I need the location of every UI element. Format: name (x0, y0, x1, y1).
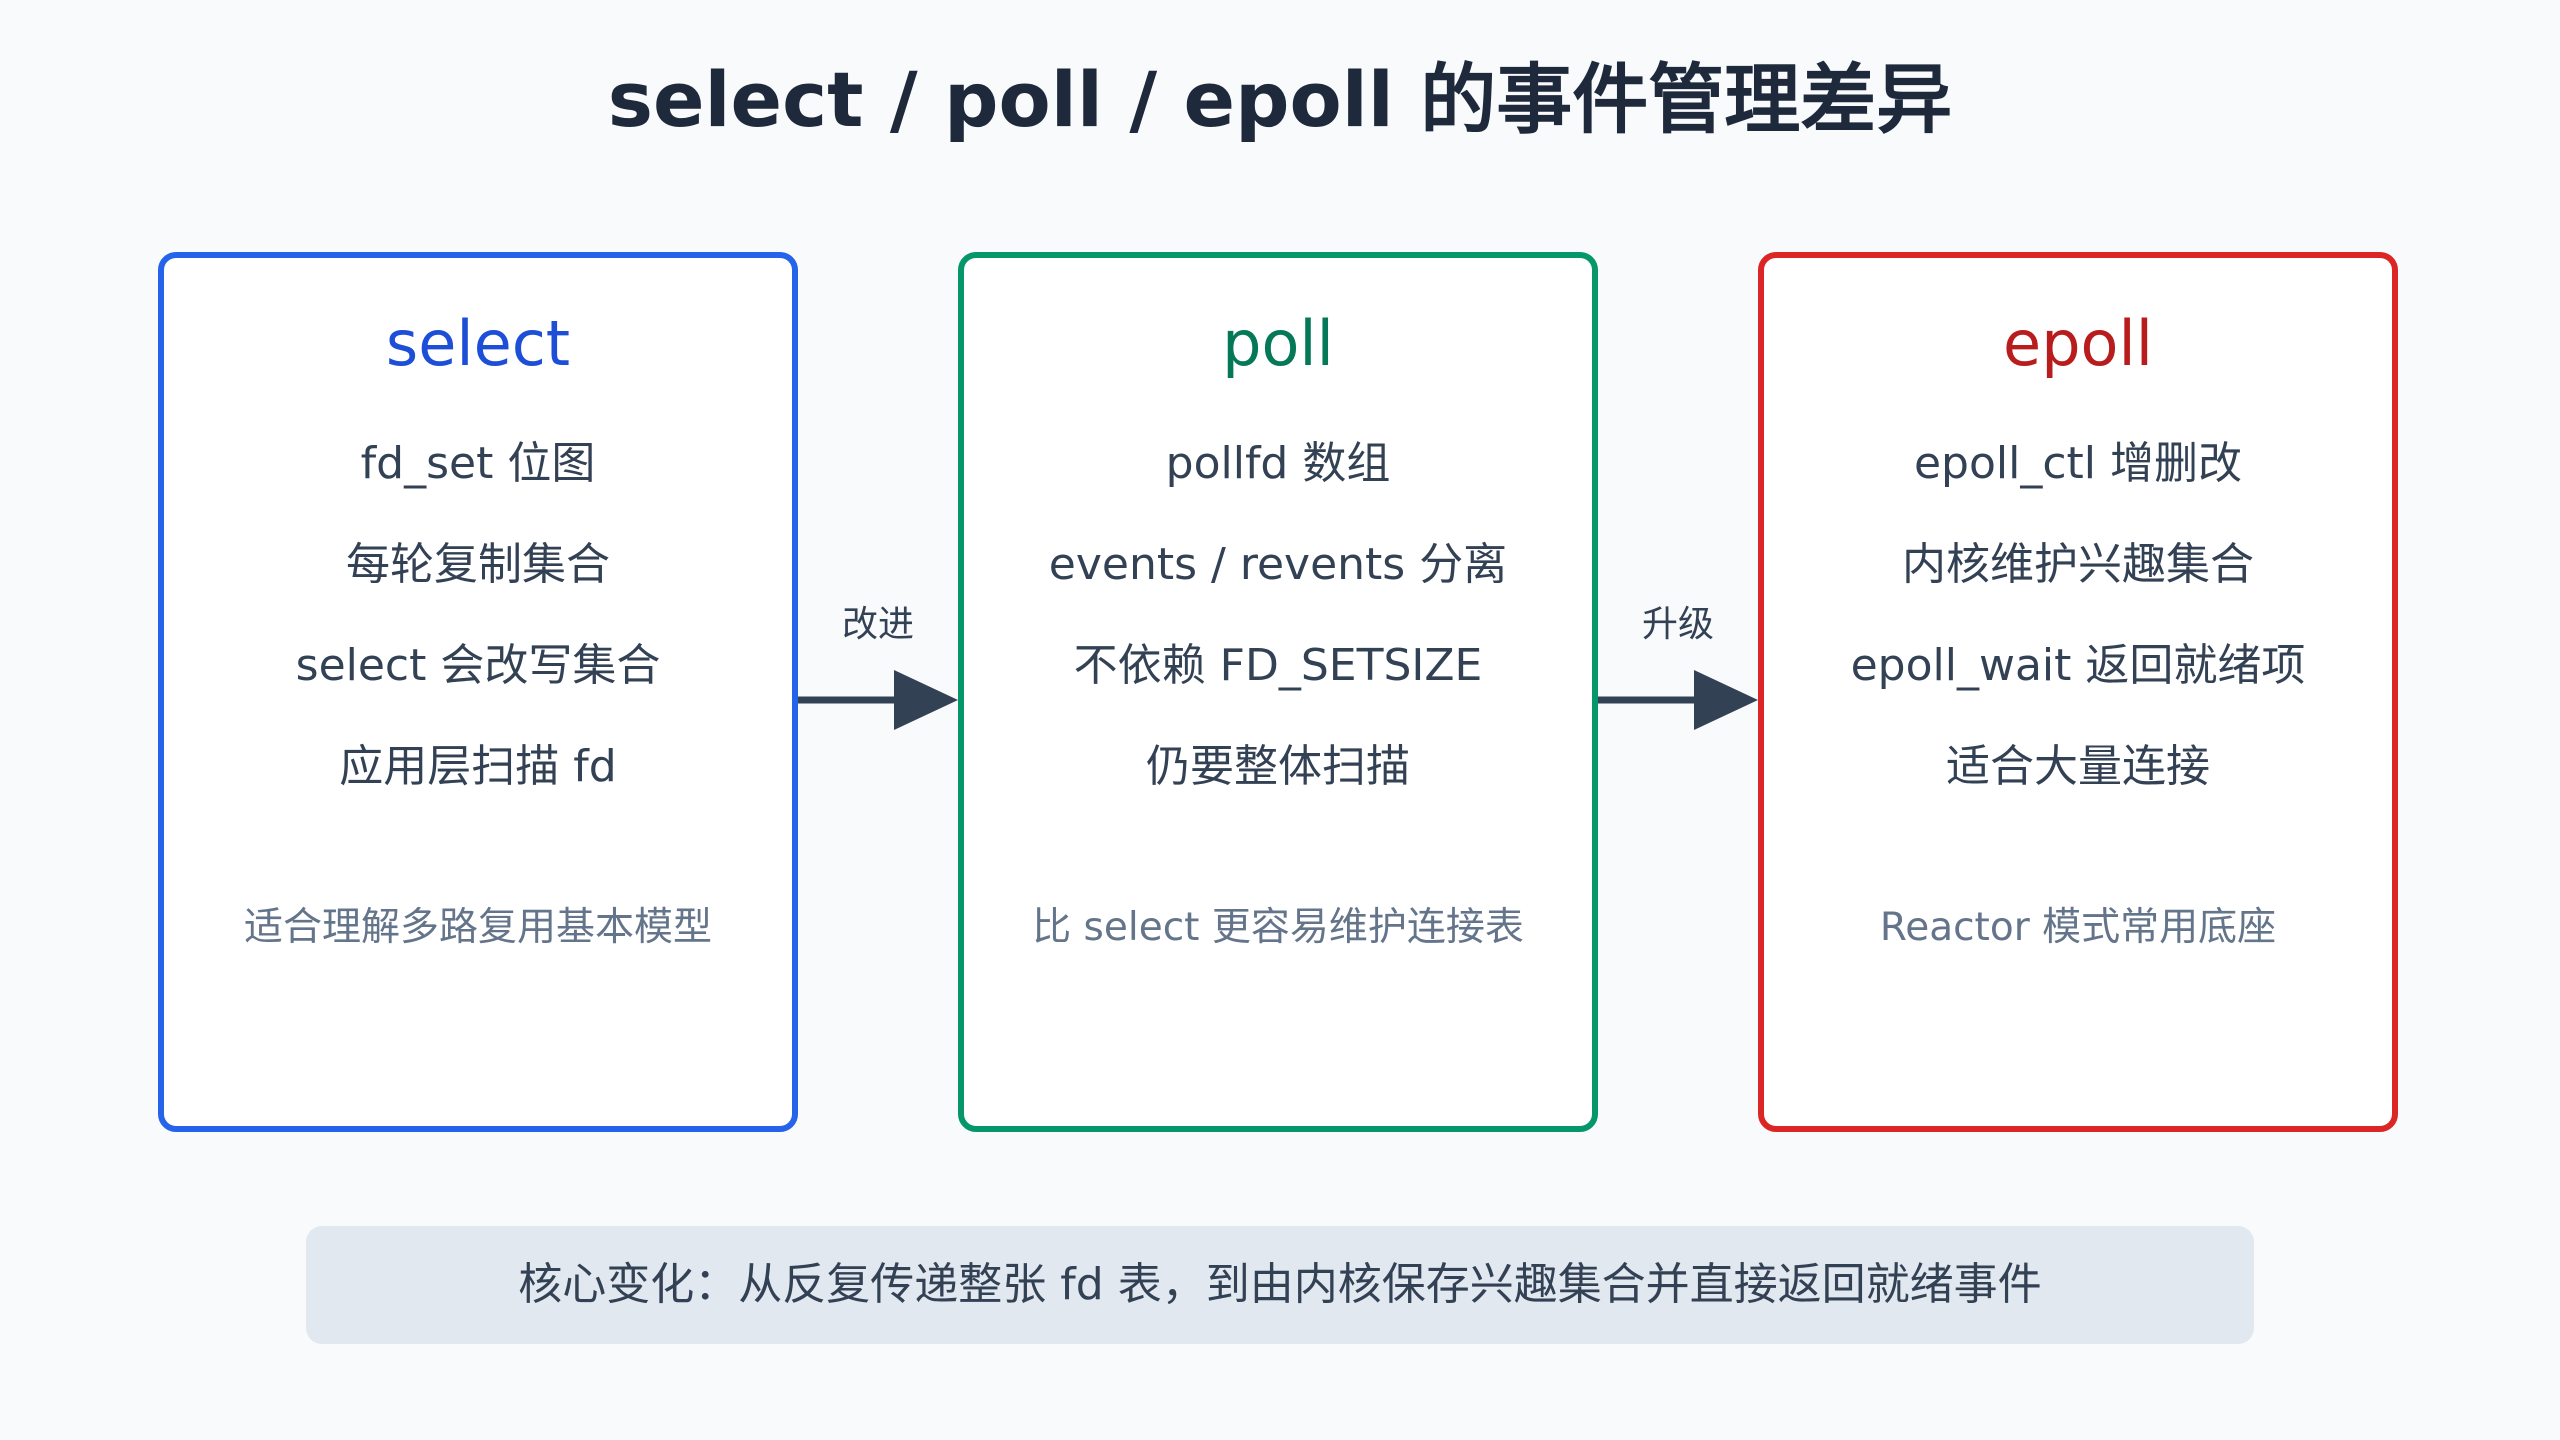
epoll-card: epoll epoll_ctl 增删改 内核维护兴趣集合 epoll_wait … (1758, 252, 2398, 1132)
feature-item: events / revents 分离 (1048, 539, 1508, 590)
connector-label: 改进 (841, 604, 914, 645)
feature-item: epoll_wait 返回就绪项 (1850, 640, 2306, 691)
select-card: select fd_set 位图 每轮复制集合 select 会改写集合 应用层… (158, 252, 798, 1132)
connector-select-to-poll: 改进 (798, 600, 958, 730)
feature-item: 每轮复制集合 (346, 539, 610, 590)
feature-item: 仍要整体扫描 (1146, 741, 1410, 792)
summary-banner: 核心变化：从反复传递整张 fd 表，到由内核保存兴趣集合并直接返回就绪事件 (306, 1226, 2254, 1344)
connector-poll-to-epoll: 升级 (1598, 600, 1758, 730)
feature-item: 应用层扫描 fd (339, 741, 617, 792)
epoll-note: Reactor 模式常用底座 (1879, 905, 2277, 950)
feature-item: 适合大量连接 (1946, 741, 2210, 792)
poll-feature-list: pollfd 数组 events / revents 分离 不依赖 FD_SET… (964, 434, 1592, 838)
select-note: 适合理解多路复用基本模型 (243, 905, 712, 950)
select-feature-list: fd_set 位图 每轮复制集合 select 会改写集合 应用层扫描 fd (164, 434, 792, 838)
connector-label: 升级 (1641, 604, 1714, 645)
feature-item: epoll_ctl 增删改 (1913, 438, 2243, 489)
feature-item: pollfd 数组 (1165, 438, 1391, 489)
card-title-epoll: epoll (2003, 307, 2153, 380)
feature-item: select 会改写集合 (295, 640, 661, 691)
right-arrow-icon (798, 670, 958, 730)
epoll-feature-list: epoll_ctl 增删改 内核维护兴趣集合 epoll_wait 返回就绪项 … (1764, 434, 2392, 838)
feature-item: fd_set 位图 (360, 438, 596, 489)
diagram-title: select / poll / epoll 的事件管理差异 (607, 55, 1953, 144)
card-title-select: select (385, 307, 571, 380)
feature-item: 内核维护兴趣集合 (1902, 539, 2254, 590)
poll-card: poll pollfd 数组 events / revents 分离 不依赖 F… (958, 252, 1598, 1132)
feature-item: 不依赖 FD_SETSIZE (1073, 640, 1483, 691)
poll-note: 比 select 更容易维护连接表 (1032, 905, 1524, 950)
card-title-poll: poll (1222, 307, 1334, 380)
right-arrow-icon (1598, 670, 1758, 730)
